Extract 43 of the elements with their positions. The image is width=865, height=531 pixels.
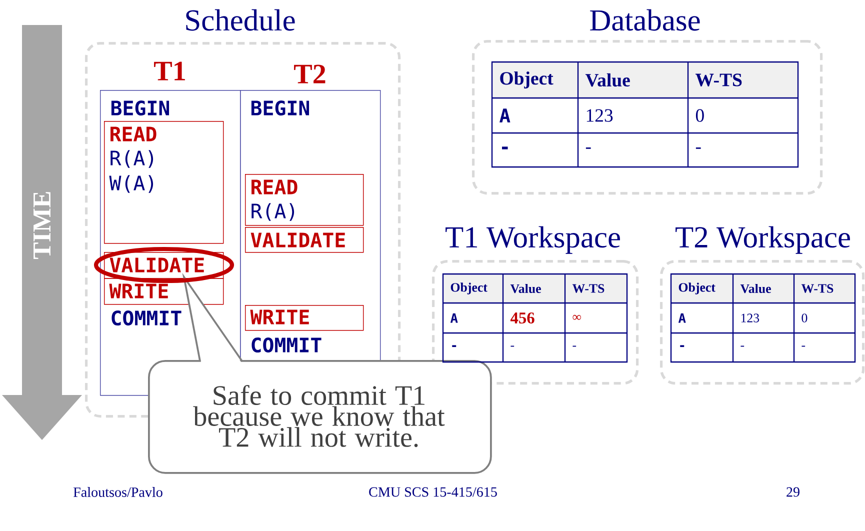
table-cell: - bbox=[696, 147, 701, 149]
node-label: T2 bbox=[294, 64, 326, 84]
table-cell: W-TS bbox=[801, 284, 834, 293]
table-cell: - bbox=[586, 147, 591, 149]
footer-text: Faloutsos/Pavlo bbox=[74, 487, 162, 497]
table-cell: 456 bbox=[510, 312, 534, 324]
table-cell: Value bbox=[585, 73, 630, 87]
node-label: T2 Workspace bbox=[676, 226, 850, 254]
footer-text: CMU SCS 15-415/615 bbox=[369, 487, 497, 497]
phase-box: VALIDATE bbox=[104, 252, 224, 279]
node-label: Schedule bbox=[186, 9, 295, 31]
table-cell: W-TS bbox=[696, 74, 742, 86]
table-cell: - bbox=[802, 346, 806, 347]
phase-box: READ R(A) bbox=[245, 174, 364, 226]
table-cell: Value bbox=[740, 284, 771, 294]
phase-box: VALIDATE bbox=[245, 227, 364, 253]
table-cell: - bbox=[510, 346, 514, 347]
table-cell: W-TS bbox=[572, 284, 604, 293]
table-cell: 0 bbox=[696, 109, 704, 122]
node-label: T1 Workspace bbox=[446, 226, 620, 254]
table-cell: 123 bbox=[586, 109, 613, 122]
table-cell: 123 bbox=[741, 314, 760, 322]
table-cell: - bbox=[502, 146, 508, 150]
phase-box: WRITE bbox=[104, 278, 224, 305]
phase-box: WRITE bbox=[245, 305, 364, 331]
table-cell: Value bbox=[510, 284, 541, 294]
table-cell: Object bbox=[500, 72, 554, 88]
table-cell: Object bbox=[450, 282, 488, 294]
phase-box: READ R(A) W(A) bbox=[104, 121, 224, 244]
table-cell: - bbox=[680, 345, 684, 348]
time-label: TIME bbox=[34, 192, 50, 259]
table-cell: Object bbox=[678, 282, 716, 294]
table-cell: A bbox=[450, 313, 458, 323]
footer-text: 29 bbox=[786, 487, 800, 497]
table-cell: ∞ bbox=[572, 314, 581, 320]
node-label: Database bbox=[590, 9, 700, 31]
table-cell: - bbox=[452, 345, 456, 348]
table-cell: - bbox=[572, 346, 576, 347]
table-cell: A bbox=[678, 313, 686, 323]
table-cell: A bbox=[500, 108, 510, 122]
node-label: T1 bbox=[154, 62, 185, 80]
table-cell: 0 bbox=[802, 314, 808, 322]
table-cell: - bbox=[740, 346, 744, 347]
